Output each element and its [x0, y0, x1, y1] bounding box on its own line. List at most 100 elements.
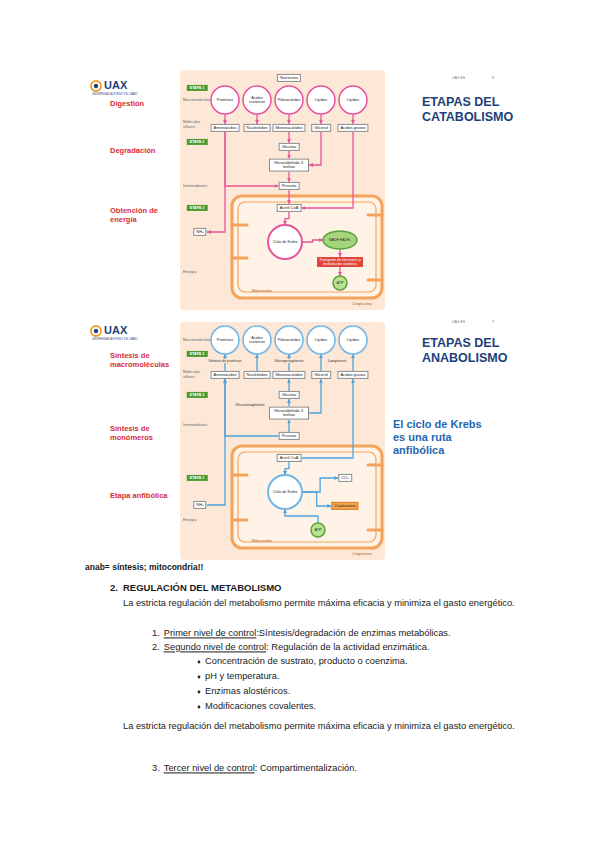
flow-arrow: [285, 462, 289, 475]
node-text: ATP: [313, 528, 323, 532]
row-label: Moléculas sillares: [183, 370, 209, 379]
node-text: Acetil CoA: [280, 206, 299, 211]
stage-label: Etapa anfibólica: [110, 491, 168, 500]
flow-arrow: [285, 509, 318, 523]
flow-arrow: [285, 212, 289, 225]
process-box: Piruvato: [279, 182, 300, 190]
flow-arrow: [288, 114, 289, 124]
logo-text: UAX: [104, 324, 127, 337]
list-term: Tercer nivel de control: [164, 763, 255, 774]
logo-subtitle: UNIVERSIDAD ALFONSO X EL SABIO: [92, 93, 138, 96]
flow-arrow: [288, 419, 289, 432]
flow-arrow: [301, 379, 353, 458]
node-text: Acetil CoA: [280, 456, 299, 461]
flow-arrow: [288, 171, 289, 182]
node-text: Lípidos: [309, 98, 333, 102]
bullet-text: Modificaciones covalentes.: [205, 701, 316, 712]
process-box: Monosacáridos: [272, 371, 305, 379]
flow-arrow: [256, 114, 257, 124]
node-text: Lípidos: [341, 98, 365, 102]
mitochondrion: [232, 446, 382, 548]
node-text: Gliceraldehído 3-fosfato: [272, 408, 306, 417]
row-label: Intermediarios: [183, 423, 207, 428]
node-text: Gliceraldehído 3-fosfato: [272, 160, 306, 169]
node-text: Ciclo de Krebs: [270, 240, 300, 244]
logo-text: UAX: [104, 79, 127, 92]
flow-arrow: [288, 151, 289, 159]
node-text: Nutrientes: [280, 76, 298, 81]
process-box: Nutrientes: [277, 74, 301, 82]
node-text: Nucleótidos: [247, 126, 268, 131]
node-text: Proteínas: [213, 98, 237, 102]
flow-arrow: [224, 114, 225, 124]
molecule-circle: Polisacáridos: [275, 86, 303, 114]
region-label: Mitocondria: [252, 289, 273, 294]
molecule-circle: Lípidos: [339, 326, 367, 354]
node-text: ETAPA 1: [190, 86, 205, 90]
process-box: Gliceraldehído 3-fosfato: [269, 407, 309, 420]
paragraph: La estricta regulación del metabolismo p…: [123, 720, 515, 733]
process-box: Monosacáridos: [272, 124, 305, 132]
flow-arrow: [302, 492, 331, 506]
flow-arrow: [320, 114, 321, 124]
diagram-panel: [180, 322, 385, 560]
node-text: ETAPA 3: [190, 352, 205, 356]
flow-arrow: [309, 379, 321, 413]
paragraph: La estricta regulación del metabolismo p…: [123, 597, 515, 610]
node-text: Ácidos grasos: [340, 126, 365, 131]
node-text: ETAPA 2: [190, 140, 205, 144]
slide-title: ETAPAS DEL CATABOLISMO: [422, 95, 530, 125]
node-text: NH₃: [196, 230, 203, 235]
slide-footer: UAX.ES: [452, 76, 465, 80]
list-text: :Síntesis/degradación de enzimas metaból…: [256, 628, 450, 639]
node-text: Glicerol: [314, 373, 328, 378]
list-text: : Regulación de la actividad enzimática.: [266, 642, 429, 653]
row-label: Moléculas sillares: [183, 120, 209, 129]
node-text: CO₂: [341, 476, 349, 481]
pathway-label: Glucogenogénesis: [274, 359, 305, 363]
region-label: Citoplasma: [352, 552, 372, 557]
section-number: 2.: [110, 582, 118, 593]
node-text: Polisacáridos: [277, 338, 301, 342]
process-box: Gliceraldehído 3-fosfato: [269, 159, 309, 172]
process-box: Ácidos grasos: [337, 371, 368, 379]
node-text: Glicerol: [314, 126, 328, 131]
node-text: ETAPA 2: [190, 393, 205, 397]
node-text: Polisacáridos: [277, 98, 301, 102]
stage-label: Síntesis de macromoléculas: [110, 351, 178, 369]
node-text: Transporte de electrones y fosforilación…: [319, 258, 362, 266]
flow-arrow: [339, 267, 340, 276]
node-text: ETAPA 1: [190, 476, 205, 480]
list-number: 1.: [152, 628, 160, 639]
molecule-circle: Lípidos: [307, 86, 335, 114]
node-text: Ácidos nucleicos: [245, 336, 269, 345]
node-text: NH₃: [196, 503, 203, 508]
flow-arrow: [256, 354, 257, 371]
flow-arrow: [339, 249, 340, 257]
flow-arrow: [302, 240, 323, 242]
row-label: Intermediarios: [183, 184, 207, 189]
stage-label: Obtención de energía: [110, 206, 158, 224]
node-text: Aminoácidos: [214, 126, 237, 131]
flow-arrow: [320, 354, 321, 371]
process-box: Nucleótidos: [244, 124, 271, 132]
callout-note: El ciclo de Krebs es una ruta anfibólica: [393, 418, 493, 458]
pathway-label: Lipogénesis: [327, 359, 347, 363]
stage-tag: ETAPA 1: [187, 85, 208, 91]
node-text: Lípidos: [341, 338, 365, 342]
note-text: anab= síntesis; mitocondria!!: [85, 562, 203, 572]
stage-label: Degradación: [110, 146, 155, 155]
flow-arrow: [288, 399, 289, 407]
node-text: Nucleótidos: [247, 373, 268, 378]
process-box: Aminoácidos: [211, 371, 240, 379]
molecule-circle: Proteínas: [211, 326, 239, 354]
stage-tag: ETAPA 2: [187, 392, 208, 398]
molecule-circle: ATP: [311, 523, 325, 537]
process-box: Ácidos grasos: [337, 124, 368, 132]
process-box: Acetil CoA: [277, 204, 302, 212]
stage-tag: ETAPA 3: [187, 351, 208, 357]
list-term: Segundo nivel de control: [164, 642, 266, 653]
node-text: NADH FADH₂: [325, 238, 355, 242]
process-box: CO₂: [338, 474, 352, 482]
carrier-ellipse: NADH FADH₂: [323, 231, 357, 249]
